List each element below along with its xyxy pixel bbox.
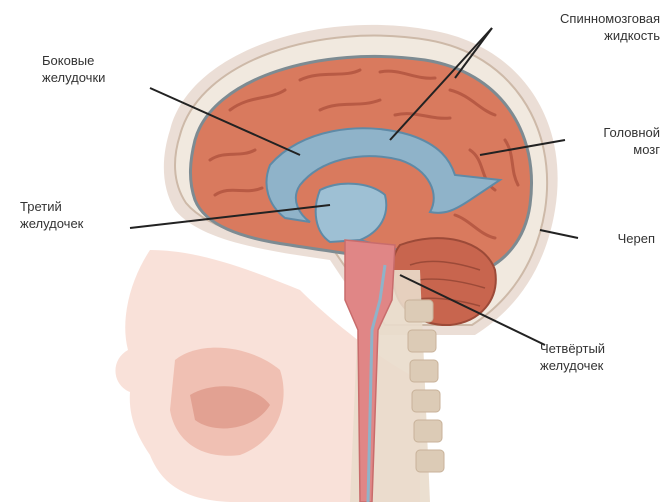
label-brain: Головной мозг (540, 124, 660, 158)
label-skull: Череп (560, 230, 655, 247)
label-third-ventricle: Третий желудочек (20, 198, 140, 232)
label-lateral-ventricles: Боковые желудочки (42, 52, 162, 86)
label-csf: Спинномозговая жидкость (490, 10, 660, 44)
label-fourth-ventricle: Четвёртый желудочек (540, 340, 660, 374)
